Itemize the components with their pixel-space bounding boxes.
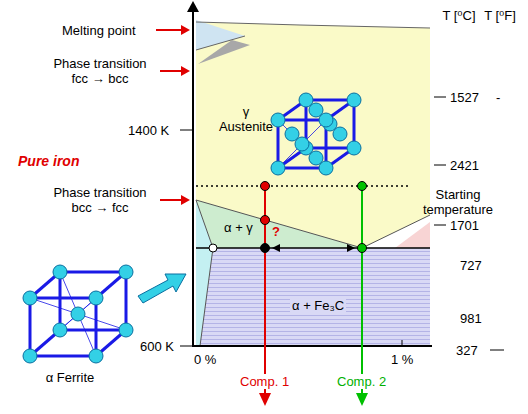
annotation: Starting temperature: [412, 187, 504, 217]
pearlite-region: [200, 248, 430, 346]
arrowhead: [347, 244, 355, 252]
scale-value: -: [496, 90, 500, 105]
composition-label: Comp. 2: [335, 374, 388, 389]
austenite-region: [196, 22, 430, 248]
question-mark: ?: [272, 224, 280, 239]
axis-tick: [402, 340, 403, 346]
phase-boundary: [196, 36, 245, 50]
phase-boundary: [200, 248, 213, 346]
arrowhead: [356, 393, 368, 406]
phase-label: α Ferrite: [42, 370, 98, 385]
scale-tick: [434, 165, 446, 166]
fcc-unit-cell: [271, 93, 361, 175]
starting-temperature-line: [196, 185, 410, 187]
phase-boundary: [196, 200, 362, 248]
state-points: [209, 182, 367, 253]
axis-tick: [180, 130, 193, 131]
phase-label: γ Austenite: [215, 104, 277, 134]
scale-tick: [490, 350, 504, 351]
arrowhead: [259, 393, 271, 406]
pointer-arrows: [156, 25, 190, 205]
composition-2-line: [361, 186, 363, 394]
arrowhead: [272, 244, 280, 252]
eutectoid-line: [196, 247, 430, 249]
scale-value: 1527: [450, 90, 479, 105]
heading-label: Pure iron: [18, 154, 79, 169]
liquidus-line: [196, 22, 430, 28]
phase-boundary: [196, 200, 213, 248]
annotation: Melting point: [62, 23, 136, 38]
annotation: Phase transition fcc → bcc: [44, 56, 156, 86]
composition-axis: [192, 345, 432, 347]
phase-label: α + γ: [224, 220, 253, 235]
axis-value: 1400 K: [128, 123, 169, 138]
scale-tick: [434, 225, 446, 226]
axis-tick: [180, 346, 193, 347]
delta-region: [198, 40, 250, 64]
annotation: Phase transition bcc → fcc: [44, 185, 156, 215]
pointer-arrow: [138, 274, 186, 303]
scale-value: 327: [456, 343, 478, 358]
scale-value: 1701: [450, 218, 479, 233]
scale-header: T [⁰F]: [483, 8, 517, 23]
scale-value: 727: [460, 258, 482, 273]
bcc-unit-cell: [23, 265, 133, 363]
temperature-axis: [192, 10, 194, 346]
axis-value: 0 %: [194, 352, 216, 367]
phase-label: α + Fe₃C: [290, 298, 346, 313]
axis-value: 600 K: [140, 339, 174, 354]
cementite-region: [395, 222, 430, 248]
scale-header: T [⁰C]: [442, 8, 476, 23]
axis-value: 1 %: [391, 352, 413, 367]
phase-boundary: [362, 215, 430, 248]
axis-arrowhead: [187, 1, 199, 12]
scale-value: 981: [460, 311, 482, 326]
scale-tick: [434, 97, 446, 98]
scale-value: 2421: [450, 158, 479, 173]
composition-label: Comp. 1: [238, 374, 291, 389]
alpha-gamma-region: [196, 200, 362, 248]
